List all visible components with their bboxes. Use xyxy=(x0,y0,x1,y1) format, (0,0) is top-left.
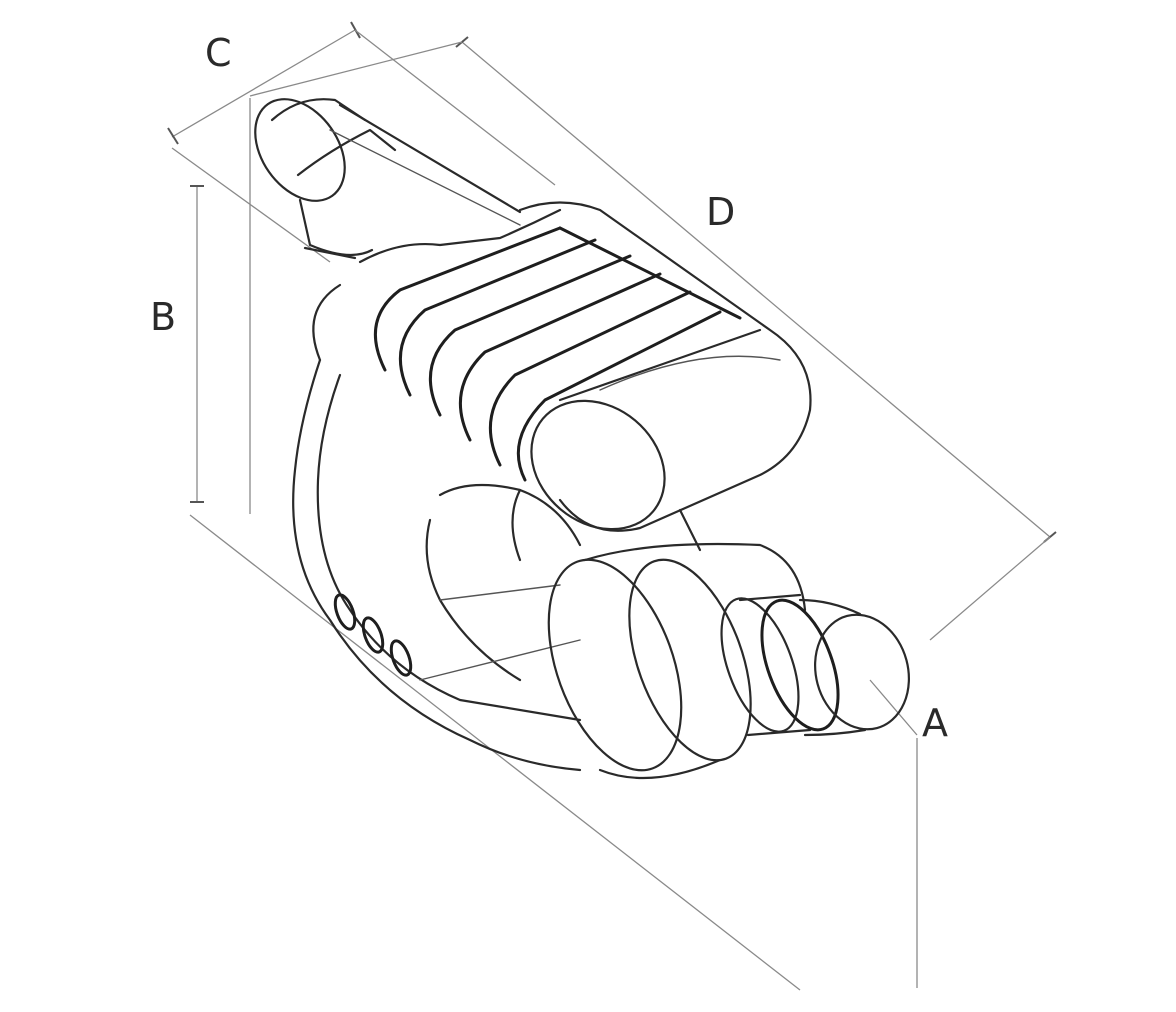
outlet-spigot xyxy=(547,542,910,780)
dimension-a-leader xyxy=(869,679,918,736)
upper-ribbed-chamber xyxy=(312,201,812,532)
label-d: D xyxy=(706,190,735,234)
main-body xyxy=(292,358,702,772)
dimension-c-tick-left xyxy=(167,127,179,145)
label-b: B xyxy=(150,295,176,339)
label-c: C xyxy=(205,31,232,75)
dimension-c-extension-left xyxy=(171,147,331,263)
dimension-c-extension-right xyxy=(354,29,556,186)
dimension-c-line xyxy=(171,29,356,138)
dimension-lines xyxy=(167,21,1057,991)
dimension-d-line xyxy=(461,41,1051,538)
top-spigot xyxy=(254,98,522,260)
dimension-d-extension-bottom xyxy=(929,536,1051,641)
label-a: A xyxy=(922,701,948,745)
dimension-base-line xyxy=(189,514,801,991)
dimension-d-extension-top xyxy=(249,41,463,97)
